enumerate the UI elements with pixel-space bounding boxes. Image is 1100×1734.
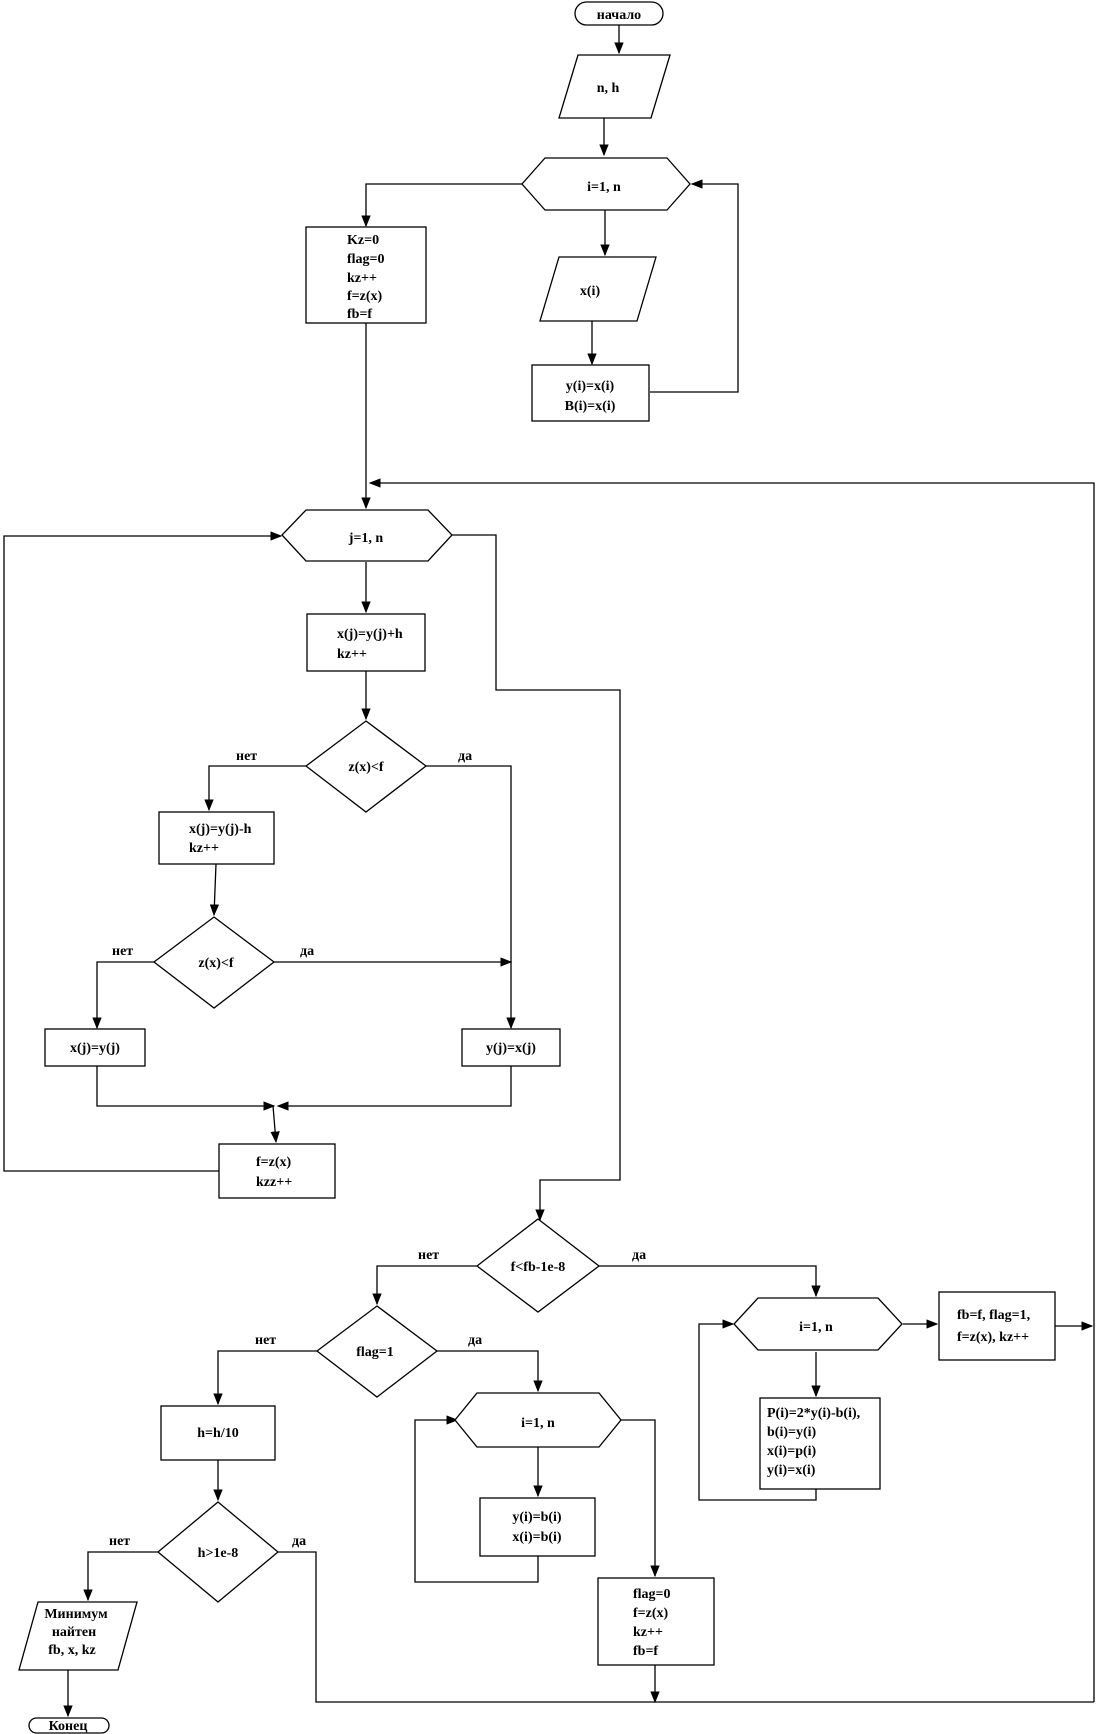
svg-text:fb=f: fb=f — [347, 307, 372, 322]
svg-text:fb=f, flag=1,: fb=f, flag=1, — [957, 1308, 1030, 1323]
init-block: Kz=0 flag=0 kz++ f=z(x) fb=f — [305, 226, 427, 324]
svg-text:Kz=0: Kz=0 — [347, 233, 379, 248]
svg-text:kz++: kz++ — [633, 1625, 663, 1640]
restore-y-x-block: y(i)=b(i) x(i)=b(i) — [479, 1497, 596, 1557]
svg-text:Минимум: Минимум — [44, 1607, 108, 1622]
cond3-no-label: нет — [418, 1248, 439, 1263]
update-fb-block: fb=f, flag=1, f=z(x), kz++ — [938, 1291, 1056, 1361]
cond3-yes-label: да — [632, 1248, 646, 1263]
svg-text:начало: начало — [597, 8, 641, 23]
cond2-yes-label: да — [300, 944, 314, 959]
svg-text:y(i)=b(i): y(i)=b(i) — [512, 1510, 562, 1525]
step-minus-block: x(j)=y(j)-h kz++ — [158, 811, 275, 865]
svg-text:kz++: kz++ — [189, 841, 219, 856]
pattern-block: P(i)=2*y(i)-b(i), b(i)=y(i) x(i)=p(i) y(… — [759, 1397, 881, 1490]
cond1-no-label: нет — [236, 749, 257, 764]
svg-text:kz++: kz++ — [337, 647, 367, 662]
cond-flag-yes-label: да — [468, 1333, 482, 1348]
input-x-i: x(i) — [539, 256, 657, 322]
cond-h-no-label: нет — [109, 1534, 130, 1549]
svg-text:z(x)<f: z(x)<f — [198, 956, 234, 971]
svg-text:x(i): x(i) — [580, 284, 601, 299]
step-plus-block: x(j)=y(j)+h kz++ — [306, 613, 426, 672]
loop-i-restore: i=1, n — [454, 1392, 622, 1448]
svg-text:y(i)=x(i): y(i)=x(i) — [566, 379, 615, 394]
svg-text:f=z(x): f=z(x) — [347, 289, 383, 304]
cond2-no-label: нет — [112, 944, 133, 959]
svg-text:kzz++: kzz++ — [256, 1175, 292, 1190]
svg-text:h=h/10: h=h/10 — [197, 1426, 238, 1441]
loop-i-input: i=1, n — [521, 157, 691, 211]
h-div-block: h=h/10 — [160, 1405, 276, 1461]
svg-text:y(j)=x(j): y(j)=x(j) — [486, 1041, 536, 1056]
svg-text:i=1, n: i=1, n — [799, 1320, 833, 1335]
svg-text:найтен: найтен — [52, 1625, 96, 1640]
svg-text:f=z(x): f=z(x) — [633, 1606, 669, 1621]
svg-text:h>1e-8: h>1e-8 — [198, 1546, 239, 1561]
loop-i-pattern: i=1, n — [733, 1297, 903, 1351]
cond-h: h>1e-8 — [156, 1501, 280, 1603]
svg-text:i=1, n: i=1, n — [587, 180, 621, 195]
cond-flag: flag=1 — [315, 1305, 439, 1398]
svg-text:kz++: kz++ — [347, 271, 377, 286]
assign-y-x-block: y(j)=x(j) — [461, 1028, 561, 1067]
svg-text:x(i)=p(i): x(i)=p(i) — [767, 1444, 817, 1459]
svg-text:flag=0: flag=0 — [347, 252, 385, 267]
svg-text:y(i)=x(i): y(i)=x(i) — [767, 1463, 816, 1478]
svg-text:fb, x, kz: fb, x, kz — [48, 1643, 95, 1658]
cond-h-yes-label: да — [292, 1534, 306, 1549]
svg-text:flag=0: flag=0 — [633, 1587, 671, 1602]
update-f-block: f=z(x) kzz++ — [218, 1143, 336, 1199]
svg-text:x(j)=y(j)-h: x(j)=y(j)-h — [189, 822, 252, 837]
svg-text:x(j)=y(j)+h: x(j)=y(j)+h — [337, 627, 403, 642]
svg-text:x(j)=y(j): x(j)=y(j) — [70, 1041, 120, 1056]
assign-x-y-block: x(j)=y(j) — [44, 1028, 146, 1067]
svg-text:j=1, n: j=1, n — [348, 531, 384, 546]
svg-text:x(i)=b(i): x(i)=b(i) — [512, 1530, 562, 1545]
start-terminal: начало — [574, 1, 664, 26]
svg-text:f=z(x): f=z(x) — [256, 1155, 292, 1170]
output-minimum: Минимум найтен fb, x, kz — [18, 1601, 138, 1671]
svg-text:f=z(x), kz++: f=z(x), kz++ — [957, 1330, 1029, 1345]
end-terminal: Конец — [28, 1717, 110, 1734]
svg-text:fb=f: fb=f — [633, 1644, 658, 1659]
loop-j: j=1, n — [281, 509, 453, 562]
cond-z-less-f-2: z(x)<f — [152, 916, 276, 1009]
cond1-yes-label: да — [458, 749, 472, 764]
cond-flag-no-label: нет — [255, 1333, 276, 1348]
reset-block: flag=0 f=z(x) kz++ fb=f — [597, 1577, 715, 1666]
svg-text:z(x)<f: z(x)<f — [348, 760, 384, 775]
svg-text:B(i)=x(i): B(i)=x(i) — [565, 399, 616, 414]
cond-f-less-fb: f<fb-1e-8 — [475, 1218, 601, 1313]
assign-y-b-block: y(i)=x(i) B(i)=x(i) — [531, 364, 650, 422]
svg-text:flag=1: flag=1 — [356, 1345, 394, 1360]
svg-text:b(i)=y(i): b(i)=y(i) — [767, 1425, 817, 1440]
svg-text:n, h: n, h — [597, 81, 620, 96]
input-n-h: n, h — [558, 54, 671, 119]
cond-z-less-f-1: z(x)<f — [304, 720, 428, 813]
svg-text:f<fb-1e-8: f<fb-1e-8 — [511, 1260, 566, 1275]
svg-text:i=1, n: i=1, n — [521, 1416, 555, 1431]
connectors — [3, 25, 1095, 1718]
svg-text:P(i)=2*y(i)-b(i),: P(i)=2*y(i)-b(i), — [767, 1406, 860, 1421]
svg-text:Конец: Конец — [49, 1719, 88, 1734]
